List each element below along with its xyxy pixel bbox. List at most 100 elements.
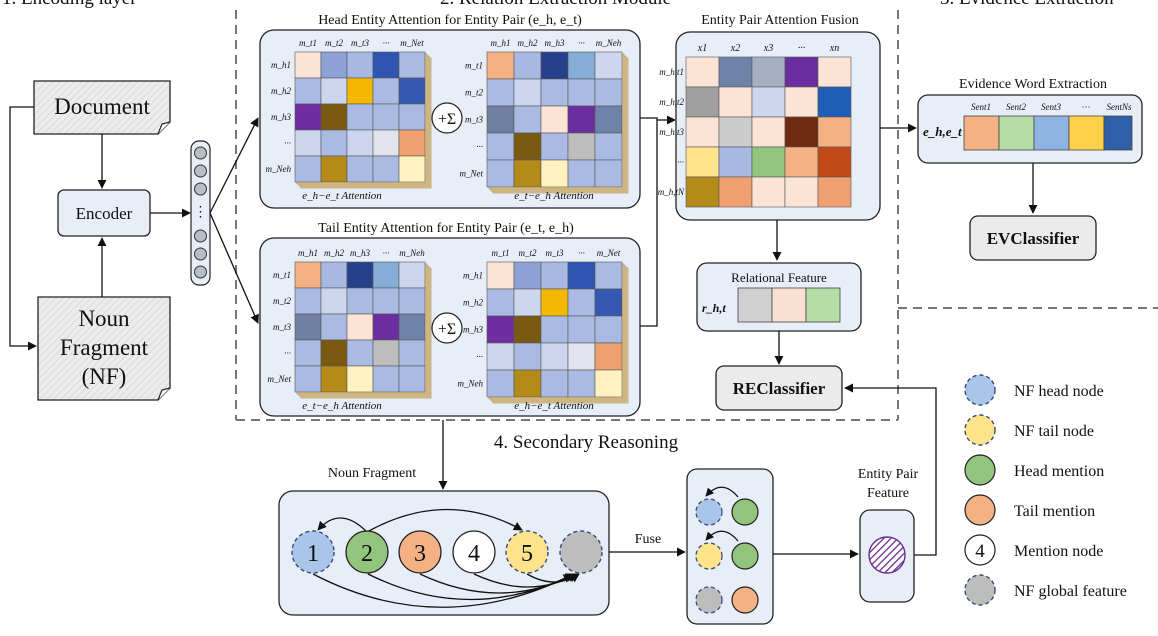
svg-text:m_h1: m_h1 <box>298 248 318 258</box>
svg-text:m_Net: m_Net <box>268 374 292 384</box>
svg-text:m_h2: m_h2 <box>463 298 483 308</box>
noun-fragment-note: Noun Fragment (NF) <box>37 296 171 401</box>
head-right-caption: e_t−e_h Attention <box>514 190 594 202</box>
fusion-matrix <box>685 56 852 208</box>
tail-left-matrix <box>294 261 432 399</box>
svg-text:···: ··· <box>383 38 390 48</box>
svg-text:m_Neh: m_Neh <box>266 164 292 174</box>
graph-global-node <box>559 530 603 574</box>
graph-node-3: 3 <box>398 530 442 574</box>
svg-text:···: ··· <box>284 348 291 358</box>
tail-left-caption: e_t−e_h Attention <box>302 400 382 412</box>
relational-feature-label: r_h,t <box>702 301 726 315</box>
svg-text:m_t2: m_t2 <box>273 296 292 306</box>
head-right-matrix <box>486 51 629 194</box>
svg-text:3: 3 <box>414 541 426 567</box>
attention-to-fusion-connectors <box>640 115 676 327</box>
noun-fragment-line-2: Fragment <box>60 335 149 360</box>
evidence-pair-label: e_h,e_t <box>923 124 962 139</box>
svg-text:m_h2: m_h2 <box>518 38 538 48</box>
encoding-connectors <box>9 106 259 351</box>
svg-text:m_Net: m_Net <box>460 169 484 179</box>
svg-text:m_h1: m_h1 <box>271 60 291 70</box>
reclassifier-box: REClassifier <box>715 365 843 411</box>
noun-fragment-line-3: (NF) <box>82 364 127 389</box>
tail-attention-title: Tail Entity Attention for Entity Pair (e… <box>318 221 574 236</box>
svg-text:···: ··· <box>677 157 684 167</box>
svg-text:m_h,t1: m_h,t1 <box>659 67 684 77</box>
legend-item-mention-node: 4 Mention node <box>964 534 1103 566</box>
legend-item-nf-global: NF global feature <box>964 574 1127 606</box>
svg-text:m_Net: m_Net <box>597 248 621 258</box>
tail-right-caption: e_h−e_t Attention <box>514 400 594 412</box>
svg-text:4: 4 <box>468 541 480 567</box>
head-sum-operator: +Σ <box>431 102 463 134</box>
svg-text:m_t1: m_t1 <box>299 38 317 48</box>
noun-fragment-graph-panel <box>278 490 610 616</box>
svg-text:m_h,t3: m_h,t3 <box>659 127 684 137</box>
tail-right-matrix <box>486 261 629 404</box>
svg-text:m_Net: m_Net <box>400 38 424 48</box>
svg-text:m_h3: m_h3 <box>463 325 483 335</box>
svg-text:xn: xn <box>829 43 839 54</box>
svg-text:m_h1: m_h1 <box>491 38 511 48</box>
graph-node-1: 1 <box>291 530 335 574</box>
svg-text:···: ··· <box>476 142 483 152</box>
svg-text:m_h,tN: m_h,tN <box>658 187 685 197</box>
entity-pair-feature-panel <box>859 509 915 603</box>
evidence-sent-2: Sent2 <box>1006 102 1026 112</box>
tail-sum-operator: +Σ <box>431 312 463 344</box>
entity-pair-feature-line-1: Entity Pair <box>858 467 919 482</box>
svg-text:+Σ: +Σ <box>438 321 456 338</box>
noun-fragment-graph-edges <box>312 508 580 608</box>
evclassifier-label: EVClassifier <box>987 229 1080 248</box>
evidence-sent-n: SentNs <box>1106 102 1131 112</box>
legend-item-nf-tail: NF tail node <box>964 414 1094 446</box>
reclassifier-label: REClassifier <box>733 379 826 398</box>
svg-text:···: ··· <box>578 38 585 48</box>
svg-text:m_Neh: m_Neh <box>596 38 622 48</box>
svg-text:···: ··· <box>476 352 483 362</box>
svg-text:+Σ: +Σ <box>438 111 456 128</box>
svg-text:···: ··· <box>284 138 291 148</box>
svg-text:m_t3: m_t3 <box>546 248 565 258</box>
svg-text:4: 4 <box>975 541 985 562</box>
svg-text:2: 2 <box>361 541 373 567</box>
svg-text:···: ··· <box>578 248 585 258</box>
graph-node-5: 5 <box>505 530 549 574</box>
encoding-section-title: 1. Encoding layer <box>2 0 137 9</box>
svg-text:NF tail node: NF tail node <box>1014 423 1094 440</box>
svg-text:m_Neh: m_Neh <box>399 248 425 258</box>
document-note: Document <box>33 80 171 135</box>
head-left-caption: e_h−e_t Attention <box>302 190 382 202</box>
graph-node-4: 4 <box>452 530 496 574</box>
fusion-title: Entity Pair Attention Fusion <box>701 13 859 28</box>
svg-text:Mention node: Mention node <box>1014 543 1103 560</box>
svg-text:x2: x2 <box>730 43 740 54</box>
evidence-panel: e_h,e_t Sent1 Sent2 Sent3 ··· SentNs <box>917 94 1143 164</box>
svg-text:x3: x3 <box>763 43 773 54</box>
document-label: Document <box>54 94 150 119</box>
evclassifier-box: EVClassifier <box>969 215 1097 261</box>
svg-text:m_h3: m_h3 <box>350 248 370 258</box>
fused-nodes-panel <box>686 468 774 625</box>
evidence-section-title: 3. Evidence Extraction <box>940 0 1114 9</box>
svg-text:m_h,t2: m_h,t2 <box>659 97 684 107</box>
relational-feature-panel: Relational Feature r_h,t <box>696 262 862 332</box>
svg-text:m_Neh: m_Neh <box>458 379 484 389</box>
svg-text:1: 1 <box>307 541 319 567</box>
legend-item-nf-head: NF head node <box>964 374 1104 406</box>
legend-item-tail-mention: Tail mention <box>964 494 1095 526</box>
graph-node-2: 2 <box>345 530 389 574</box>
encoder-box: Encoder <box>57 189 151 237</box>
svg-text:m_t3: m_t3 <box>465 115 484 125</box>
svg-text:m_h1: m_h1 <box>463 271 483 281</box>
svg-text:Head mention: Head mention <box>1014 463 1104 480</box>
evidence-sent-dots: ··· <box>1082 102 1091 112</box>
evidence-sent-1: Sent1 <box>971 102 991 112</box>
svg-text:Tail mention: Tail mention <box>1014 503 1095 520</box>
svg-text:m_t3: m_t3 <box>351 38 370 48</box>
